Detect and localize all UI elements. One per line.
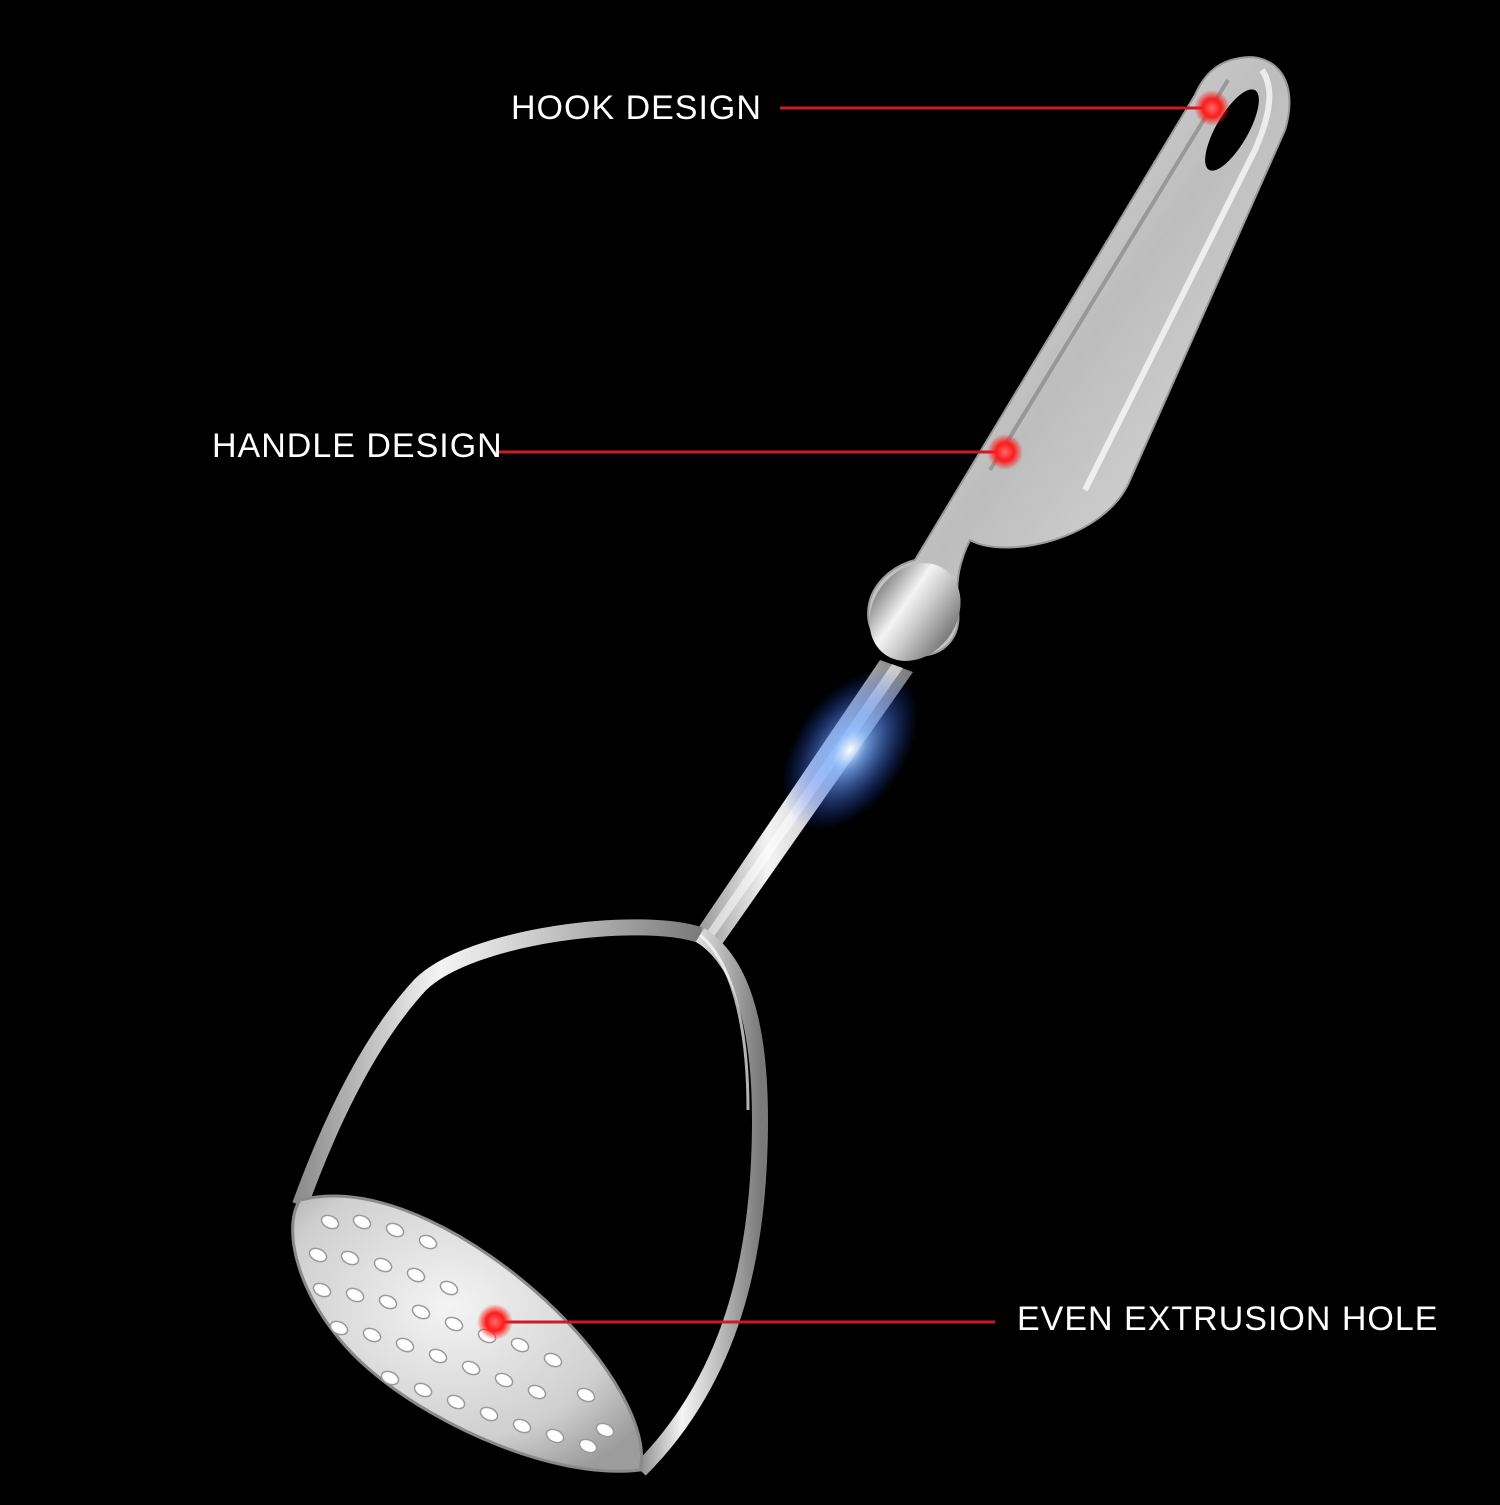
handle-collar [869,563,961,661]
masher-plate [291,1194,643,1473]
handle-callout-dot [987,434,1023,470]
masher-handle [867,56,1291,661]
extrusion-hole-label: EVEN EXTRUSION HOLE [1017,1300,1439,1338]
extrusion-holes [308,1214,615,1454]
masher-frame [292,919,769,1476]
callout-dots [477,90,1230,1340]
hook-callout-dot [1194,90,1230,126]
hook-design-label: HOOK DESIGN [511,89,762,127]
holes-callout-dot [477,1304,513,1340]
hook-hole [1205,89,1259,171]
callout-lines [495,106,1212,1324]
handle-design-label: HANDLE DESIGN [212,427,503,465]
light-glow [781,669,919,831]
